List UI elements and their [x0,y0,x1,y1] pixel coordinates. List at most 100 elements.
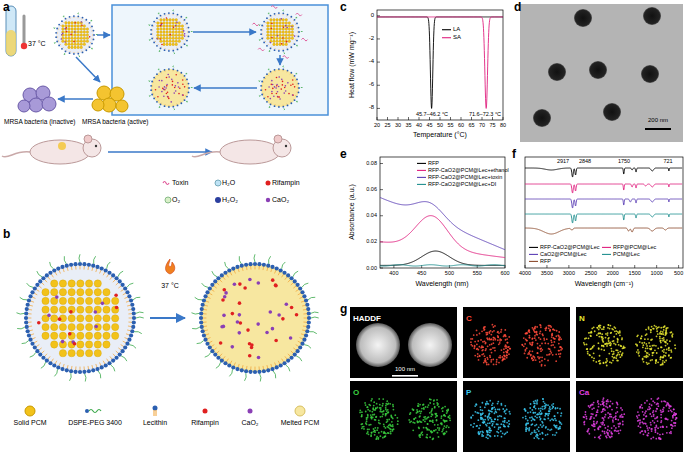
element-map-dot [485,349,487,351]
drug-dot [276,84,278,86]
pcm-dot [160,28,163,31]
element-map-dot [486,362,488,364]
pcm-dot [276,34,279,37]
element-map-dot [534,337,536,339]
arrow [76,57,100,82]
lipid-head [73,15,75,17]
lipid-head [263,42,265,44]
element-map-dot [495,363,497,365]
drug-dot [175,25,177,27]
illustration-part [25,406,35,416]
drug-dot [292,94,294,96]
lipid-head [38,352,42,356]
element-map-dot [598,336,600,338]
element-map-dot [387,409,389,411]
element-map-dot [642,359,644,361]
lipid-head [45,359,49,363]
illustration-part [220,140,280,164]
lipid-head [294,43,296,45]
element-map-dot [537,356,539,358]
pcm-dot [80,37,83,40]
element-map-dot [609,361,611,363]
element-map-dot [558,350,560,352]
element-map-dot [541,360,543,362]
element-map-dot [531,357,533,359]
drug-dot [178,93,180,95]
element-map-dot [539,345,541,347]
lipid-head [253,370,257,374]
pcm-dot [71,22,74,25]
lipid-head [199,316,203,320]
drug-dot [282,84,284,86]
element-map-dot [370,400,372,402]
pcm-dot [51,306,58,313]
pcm-dot [282,28,285,31]
element-map-dot [504,355,506,357]
element-map-dot [600,325,602,327]
pcm-dot [112,297,119,304]
pcm-dot [51,289,58,296]
element-map-dot [643,361,645,363]
lipid-head [27,333,31,337]
element-map-dot [659,336,661,338]
element-map-dot [388,427,390,429]
element-map-dot [539,331,541,333]
pcm-dot [59,297,66,304]
pcm-dot [285,43,288,46]
element-map-dot [489,349,491,351]
element-map-dot [611,356,613,358]
drug-dot [47,314,51,318]
illustration-part [356,323,400,367]
pcm-dot [86,37,89,40]
illustration-part [463,381,570,452]
lipid-head [93,30,95,32]
element-map-dot [669,340,671,342]
element-map-dot [376,436,378,438]
pcm-dot [285,37,288,40]
drug-dot [69,310,73,314]
pcm-dot [85,350,92,357]
lipid-head [130,329,134,333]
lipid-head [177,14,179,16]
element-map-dot [484,358,486,360]
drug-dot [274,283,278,287]
peg-chain [301,31,302,32]
drug-dot [285,25,287,27]
element-map-dot [651,326,653,328]
nanoparticle [259,66,302,110]
element-map-dot [608,353,610,355]
element-map-dot [371,411,373,413]
pcm-dot [85,306,92,313]
drug-dot [170,101,172,103]
pcm-dot [85,323,92,330]
element-map-dot [549,353,551,355]
drug-dot [271,91,273,93]
element-map-dot [619,354,621,356]
element-map-dot [479,346,481,348]
drug-dot [282,37,284,39]
zoom-box [112,5,328,115]
lipid-head [279,363,283,367]
element-map-dot [379,416,381,418]
particle-core [26,264,134,372]
lipid-head [78,262,82,266]
pcm-dot [175,34,178,37]
pcm-dot [65,28,68,31]
peg-chain [54,27,55,28]
lipid-head [38,279,42,283]
drug-dot [276,93,278,95]
pcm-dot [77,332,84,339]
element-map-dot [660,340,662,342]
peg-chain [273,371,276,378]
lipid-head [282,68,284,70]
drug-dot [169,34,171,36]
pcm-dot [85,315,92,322]
element-map-dot [385,435,387,437]
pcm-dot [112,332,119,339]
element-map-dot [616,360,618,362]
element-map-dot [558,335,560,337]
element-map-dot [552,329,554,331]
pcm-dot [77,315,84,322]
element-map-dot [490,361,492,363]
element-map-dot [503,348,505,350]
